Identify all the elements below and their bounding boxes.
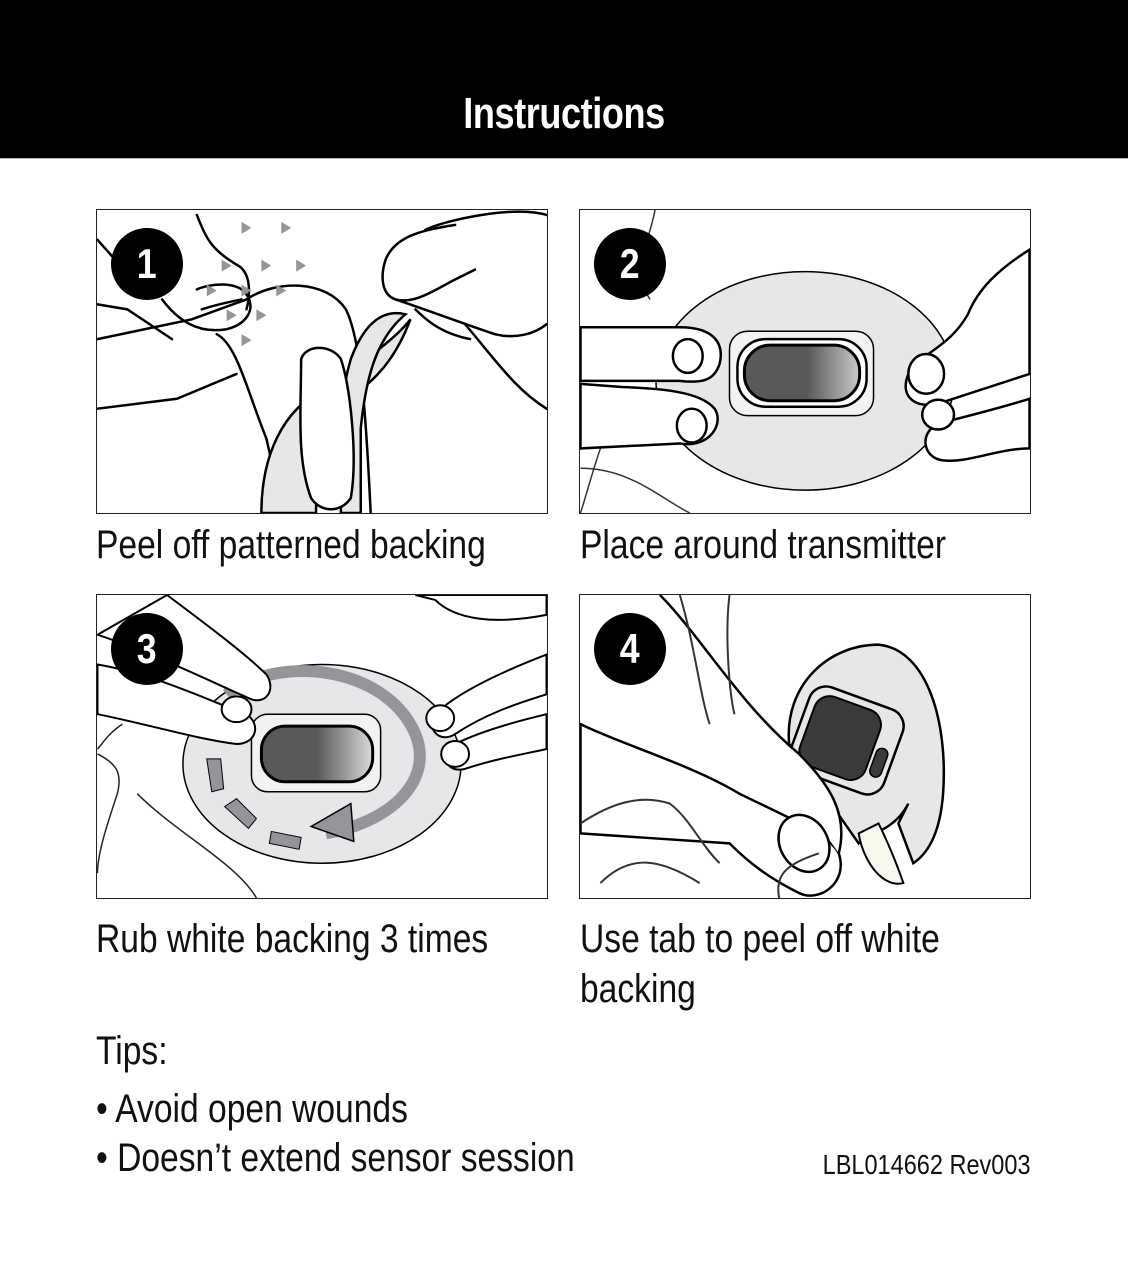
step-4-illustration: 4 bbox=[579, 594, 1031, 899]
tip-item: • Doesn’t extend sensor session bbox=[96, 1136, 575, 1180]
step-3-illustration: 3 bbox=[96, 594, 548, 899]
step-2-illustration: 2 bbox=[579, 209, 1031, 514]
tip-item: • Avoid open wounds bbox=[96, 1087, 408, 1131]
tips-heading: Tips: bbox=[96, 1029, 168, 1073]
step-2-caption: Place around transmitter bbox=[580, 523, 947, 567]
label-revision-code: LBL014662 Rev003 bbox=[823, 1149, 1031, 1180]
header-bar: Instructions bbox=[0, 0, 1128, 159]
step-4-caption: Use tab to peel off white backing bbox=[580, 917, 940, 1011]
page-title: Instructions bbox=[463, 89, 665, 138]
step-number-badge: 3 bbox=[111, 613, 183, 685]
rub-backing-illustration bbox=[97, 595, 547, 898]
peel-tab-illustration bbox=[580, 595, 945, 898]
step-number-badge: 4 bbox=[594, 613, 666, 685]
step-1-illustration: 1 bbox=[96, 209, 548, 514]
step-number-badge: 2 bbox=[594, 228, 666, 300]
place-patch-illustration bbox=[580, 210, 1030, 513]
step-number-badge: 1 bbox=[111, 228, 183, 300]
step-1-caption: Peel off patterned backing bbox=[96, 523, 486, 567]
peel-backing-illustration bbox=[97, 210, 547, 513]
step-3-caption: Rub white backing 3 times bbox=[96, 917, 489, 961]
